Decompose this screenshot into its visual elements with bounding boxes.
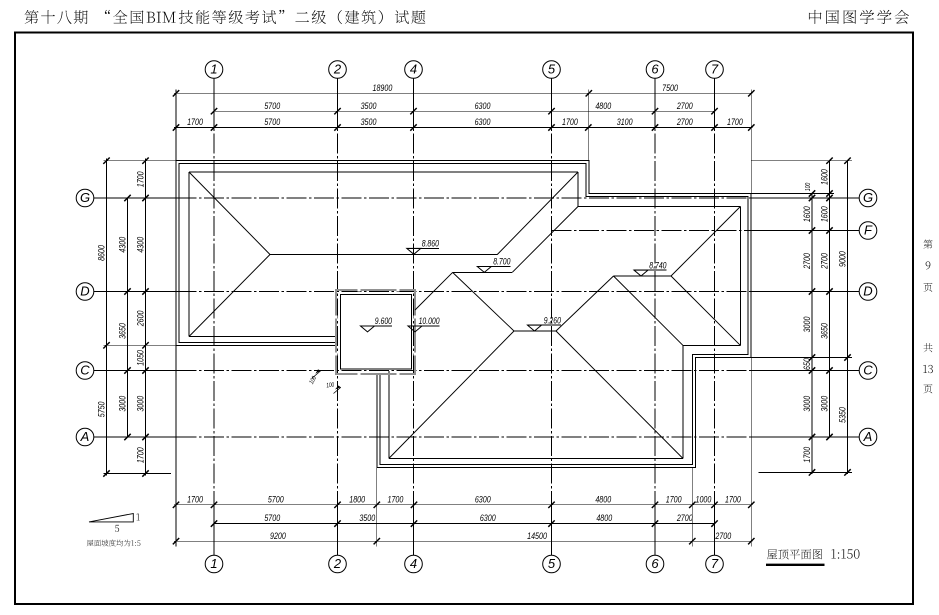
svg-text:6: 6 bbox=[651, 62, 659, 77]
svg-text:2: 2 bbox=[333, 556, 342, 571]
svg-text:2700: 2700 bbox=[676, 101, 693, 112]
svg-text:6: 6 bbox=[651, 556, 659, 571]
svg-text:2700: 2700 bbox=[715, 531, 732, 542]
svg-text:7500: 7500 bbox=[662, 83, 678, 94]
svg-text:1700: 1700 bbox=[388, 494, 404, 505]
svg-text:100: 100 bbox=[326, 381, 335, 389]
svg-text:2600: 2600 bbox=[135, 310, 146, 327]
svg-text:5: 5 bbox=[548, 62, 556, 77]
svg-text:5700: 5700 bbox=[264, 117, 280, 128]
svg-text:6300: 6300 bbox=[475, 117, 491, 128]
svg-text:G: G bbox=[863, 190, 873, 205]
svg-text:1700: 1700 bbox=[187, 494, 203, 505]
svg-text:3000: 3000 bbox=[819, 395, 830, 411]
svg-text:3500: 3500 bbox=[359, 513, 375, 524]
svg-text:1700: 1700 bbox=[187, 117, 203, 128]
svg-text:2700: 2700 bbox=[819, 253, 830, 270]
svg-text:D: D bbox=[80, 284, 89, 299]
svg-text:5750: 5750 bbox=[96, 401, 107, 417]
svg-text:9.260: 9.260 bbox=[544, 315, 562, 325]
svg-text:7: 7 bbox=[711, 62, 719, 77]
svg-text:C: C bbox=[863, 363, 873, 378]
svg-text:3000: 3000 bbox=[135, 395, 146, 411]
svg-text:C: C bbox=[80, 363, 90, 378]
svg-text:4: 4 bbox=[410, 556, 417, 571]
svg-text:2700: 2700 bbox=[802, 253, 813, 270]
svg-text:6300: 6300 bbox=[475, 101, 491, 112]
svg-text:5700: 5700 bbox=[264, 101, 280, 112]
svg-text:2700: 2700 bbox=[676, 513, 693, 524]
svg-text:1: 1 bbox=[210, 62, 217, 77]
svg-text:3100: 3100 bbox=[617, 117, 633, 128]
svg-text:3000: 3000 bbox=[802, 316, 813, 332]
svg-text:6300: 6300 bbox=[475, 494, 491, 505]
svg-text:2700: 2700 bbox=[676, 117, 693, 128]
svg-text:100: 100 bbox=[805, 183, 812, 192]
svg-text:8600: 8600 bbox=[96, 245, 107, 261]
svg-text:5700: 5700 bbox=[264, 513, 280, 524]
svg-text:D: D bbox=[863, 284, 872, 299]
svg-text:1700: 1700 bbox=[666, 494, 682, 505]
svg-text:9000: 9000 bbox=[837, 251, 848, 267]
svg-text:3000: 3000 bbox=[802, 395, 813, 411]
svg-text:8.700: 8.700 bbox=[493, 257, 511, 267]
svg-text:4300: 4300 bbox=[135, 236, 146, 252]
svg-text:3000: 3000 bbox=[117, 395, 128, 411]
svg-text:1000: 1000 bbox=[696, 494, 712, 505]
svg-text:14500: 14500 bbox=[527, 531, 547, 542]
svg-text:G: G bbox=[80, 190, 90, 205]
svg-text:1700: 1700 bbox=[727, 117, 743, 128]
svg-text:1600: 1600 bbox=[802, 206, 813, 222]
svg-text:5350: 5350 bbox=[837, 407, 848, 423]
svg-text:4800: 4800 bbox=[595, 101, 611, 112]
svg-text:3500: 3500 bbox=[361, 101, 377, 112]
svg-text:4800: 4800 bbox=[596, 513, 612, 524]
svg-text:1600: 1600 bbox=[819, 206, 830, 222]
svg-text:1800: 1800 bbox=[349, 494, 365, 505]
svg-text:3650: 3650 bbox=[117, 323, 128, 339]
svg-text:1: 1 bbox=[210, 556, 217, 571]
svg-text:6300: 6300 bbox=[480, 513, 496, 524]
svg-text:1700: 1700 bbox=[725, 494, 741, 505]
svg-text:4300: 4300 bbox=[117, 236, 128, 252]
svg-text:3500: 3500 bbox=[361, 117, 377, 128]
svg-text:1700: 1700 bbox=[562, 117, 578, 128]
svg-text:5: 5 bbox=[548, 556, 556, 571]
svg-text:A: A bbox=[80, 429, 90, 444]
svg-text:F: F bbox=[864, 223, 873, 238]
svg-text:8.860: 8.860 bbox=[422, 239, 440, 249]
svg-text:10.000: 10.000 bbox=[419, 316, 441, 326]
svg-text:1700: 1700 bbox=[135, 447, 146, 463]
svg-text:1050: 1050 bbox=[135, 350, 146, 366]
svg-text:5700: 5700 bbox=[268, 494, 284, 505]
svg-text:100: 100 bbox=[308, 375, 318, 386]
svg-text:8.740: 8.740 bbox=[649, 260, 667, 270]
svg-text:1700: 1700 bbox=[135, 171, 146, 187]
svg-text:2: 2 bbox=[333, 62, 342, 77]
svg-text:1700: 1700 bbox=[802, 446, 813, 462]
svg-text:650: 650 bbox=[802, 358, 813, 370]
svg-text:3650: 3650 bbox=[819, 323, 830, 339]
svg-text:4800: 4800 bbox=[595, 494, 611, 505]
svg-text:7: 7 bbox=[711, 556, 719, 571]
svg-text:9.600: 9.600 bbox=[375, 316, 393, 326]
svg-text:4: 4 bbox=[410, 62, 417, 77]
svg-text:9200: 9200 bbox=[270, 531, 286, 542]
svg-text:18900: 18900 bbox=[373, 83, 393, 94]
svg-text:1600: 1600 bbox=[819, 169, 830, 185]
svg-text:A: A bbox=[863, 429, 873, 444]
